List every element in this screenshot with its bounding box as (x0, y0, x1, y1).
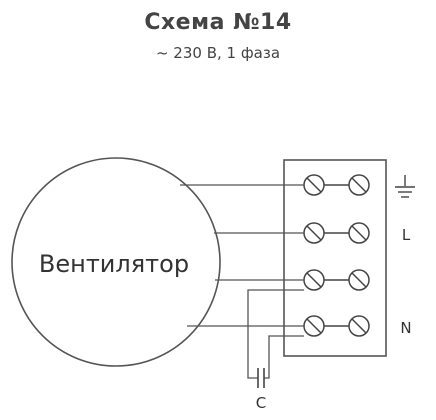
terminal-row-4 (303, 315, 370, 337)
terminal-row-3 (303, 269, 370, 291)
wire-capacitor-left (247, 289, 304, 379)
diagram-title: Схема №14 (144, 10, 292, 35)
wire-capacitor-right (264, 335, 304, 379)
terminal-row-1 (303, 174, 370, 196)
neutral-label: N (400, 319, 411, 337)
capacitor-symbol (257, 368, 265, 388)
terminal-row-2 (303, 222, 370, 244)
capacitor-label: C (256, 394, 266, 412)
fan-motor-circle (11, 157, 221, 367)
ground-icon (395, 175, 415, 198)
terminal-block (283, 159, 387, 357)
fan-motor-label: Вентилятор (39, 250, 189, 278)
diagram-subtitle: ~ 230 В, 1 фаза (155, 44, 281, 62)
line-label: L (402, 226, 411, 244)
